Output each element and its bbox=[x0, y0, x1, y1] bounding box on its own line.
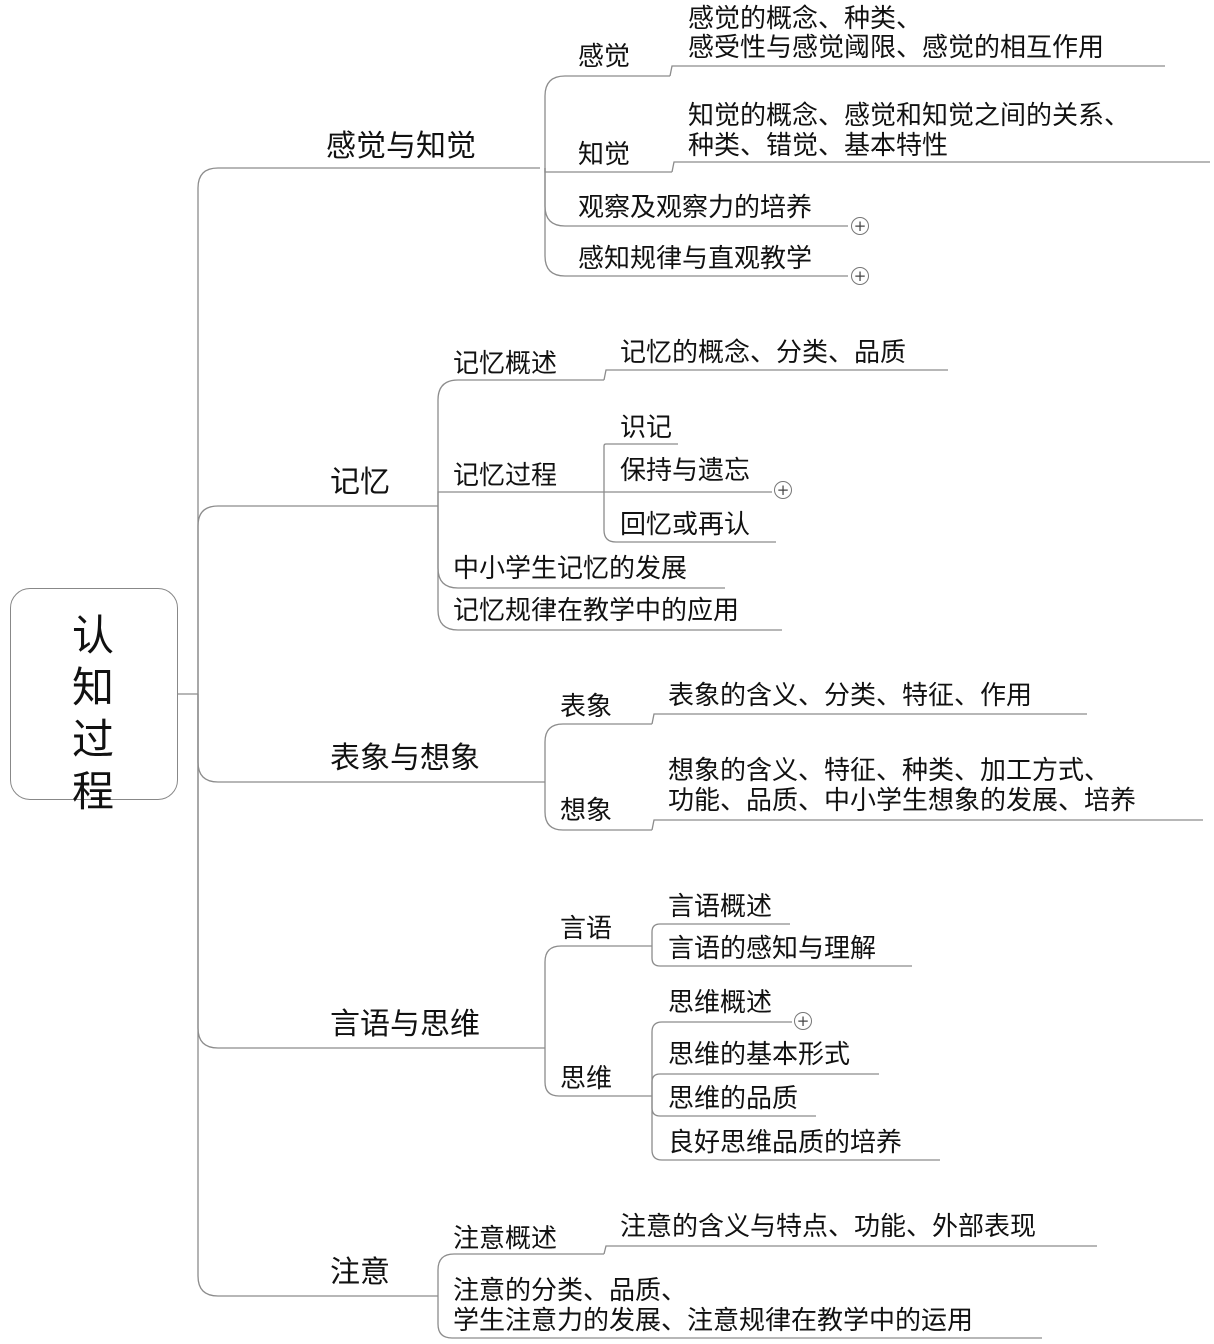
node-sensation[interactable]: 感觉 bbox=[578, 42, 631, 72]
node-memory-process[interactable]: 记忆过程 bbox=[453, 461, 558, 491]
branch-attention[interactable]: 注意 bbox=[330, 1255, 390, 1290]
node-imagination[interactable]: 想象 bbox=[560, 796, 613, 826]
node-observation[interactable]: 观察及观察力的培养 bbox=[578, 193, 813, 223]
thinking-item-overview[interactable]: 思维概述 bbox=[668, 988, 773, 1018]
node-speech[interactable]: 言语 bbox=[560, 914, 613, 944]
expand-thinking-overview-button[interactable]: + bbox=[794, 1012, 812, 1030]
attention-detail-line2[interactable]: 学生注意力的发展、注意规律在教学中的运用 bbox=[453, 1306, 974, 1336]
branch-memory[interactable]: 记忆 bbox=[330, 465, 390, 500]
imagination-detail-line1: 想象的含义、特征、种类、加工方式、 bbox=[668, 756, 1111, 786]
perception-detail-line1: 知觉的概念、感觉和知觉之间的关系、 bbox=[688, 101, 1131, 131]
root-node[interactable] bbox=[10, 588, 178, 800]
node-memory-overview[interactable]: 记忆概述 bbox=[453, 349, 558, 379]
expand-retention-button[interactable]: + bbox=[774, 481, 792, 499]
memory-process-item-recall[interactable]: 回忆或再认 bbox=[620, 510, 751, 540]
node-memory-application[interactable]: 记忆规律在教学中的应用 bbox=[453, 596, 740, 626]
memory-overview-detail: 记忆的概念、分类、品质 bbox=[620, 338, 907, 368]
attention-overview-detail: 注意的含义与特点、功能、外部表现 bbox=[620, 1212, 1037, 1242]
branch-imagery-imagination[interactable]: 表象与想象 bbox=[330, 741, 480, 776]
expand-observation-button[interactable]: + bbox=[851, 217, 869, 235]
memory-process-item-encoding[interactable]: 识记 bbox=[620, 413, 673, 443]
perception-detail-line2: 种类、错觉、基本特性 bbox=[688, 131, 949, 161]
speech-item-overview[interactable]: 言语概述 bbox=[668, 892, 773, 922]
imagination-detail-line2: 功能、品质、中小学生想象的发展、培养 bbox=[668, 786, 1137, 816]
memory-process-item-retention[interactable]: 保持与遗忘 bbox=[620, 456, 751, 486]
thinking-item-qualities[interactable]: 思维的品质 bbox=[668, 1084, 799, 1114]
node-perception[interactable]: 知觉 bbox=[578, 140, 631, 170]
attention-detail-line1[interactable]: 注意的分类、品质、 bbox=[453, 1276, 688, 1306]
thinking-item-cultivation[interactable]: 良好思维品质的培养 bbox=[668, 1128, 903, 1158]
thinking-item-forms[interactable]: 思维的基本形式 bbox=[668, 1040, 851, 1070]
node-perception-teaching[interactable]: 感知规律与直观教学 bbox=[578, 244, 813, 274]
speech-item-perception[interactable]: 言语的感知与理解 bbox=[668, 934, 877, 964]
root-title: 认知过程 bbox=[71, 611, 114, 816]
expand-perception-teaching-button[interactable]: + bbox=[851, 267, 869, 285]
node-representation[interactable]: 表象 bbox=[560, 692, 613, 722]
node-thinking[interactable]: 思维 bbox=[560, 1064, 613, 1094]
sensation-detail-line1: 感觉的概念、种类、 bbox=[688, 4, 923, 34]
representation-detail: 表象的含义、分类、特征、作用 bbox=[668, 681, 1033, 711]
branch-language-thinking[interactable]: 言语与思维 bbox=[330, 1007, 480, 1042]
node-attention-overview[interactable]: 注意概述 bbox=[453, 1224, 558, 1254]
node-memory-development[interactable]: 中小学生记忆的发展 bbox=[453, 554, 688, 584]
sensation-detail-line2: 感受性与感觉阈限、感觉的相互作用 bbox=[688, 33, 1105, 63]
branch-sensation-perception[interactable]: 感觉与知觉 bbox=[326, 129, 476, 164]
